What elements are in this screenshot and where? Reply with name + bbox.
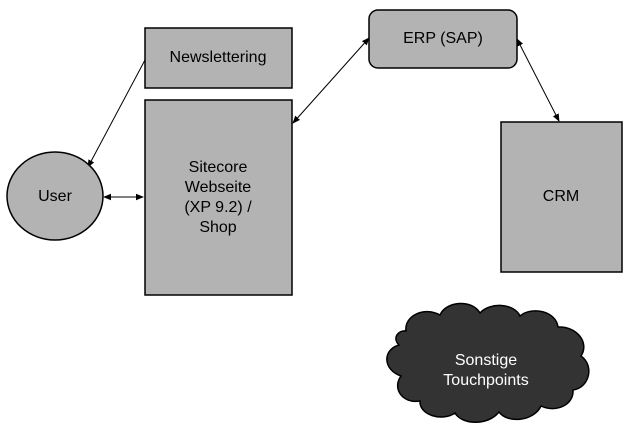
erp-box [368,9,518,69]
connector-sitecore-erp [292,37,370,124]
sitecore-label-line-4: Shop [199,219,236,236]
sitecore-label-line-2: Webseite [185,179,252,196]
user-label: User [38,188,72,205]
crm-box [500,121,623,273]
sitecore-box [144,99,293,296]
user-node[interactable]: User [6,151,104,241]
erp-label: ERP (SAP) [403,30,483,47]
crm-label: CRM [543,188,579,205]
touchpoints-cloud [386,302,590,423]
sitecore-label-line-1: Sitecore [189,159,248,176]
erp-node[interactable]: ERP (SAP) [368,9,518,69]
connector-erp-crm [516,38,560,122]
crm-node[interactable]: CRM [500,121,623,273]
sitecore-label-line-3: (XP 9.2) / [184,199,252,216]
touchpoints-label-line-2: Touchpoints [443,372,528,389]
user-ellipse [6,151,104,241]
sitecore-node[interactable]: Sitecore Webseite (XP 9.2) / Shop [144,99,293,296]
touchpoints-label-line-1: Sonstige [455,352,517,369]
newsletter-box [144,27,293,89]
newsletter-node[interactable]: Newslettering [144,27,293,89]
newsletter-label: Newslettering [170,49,267,66]
touchpoints-node[interactable]: Sonstige Touchpoints [386,302,590,423]
connector-newsletter-user [87,59,146,168]
